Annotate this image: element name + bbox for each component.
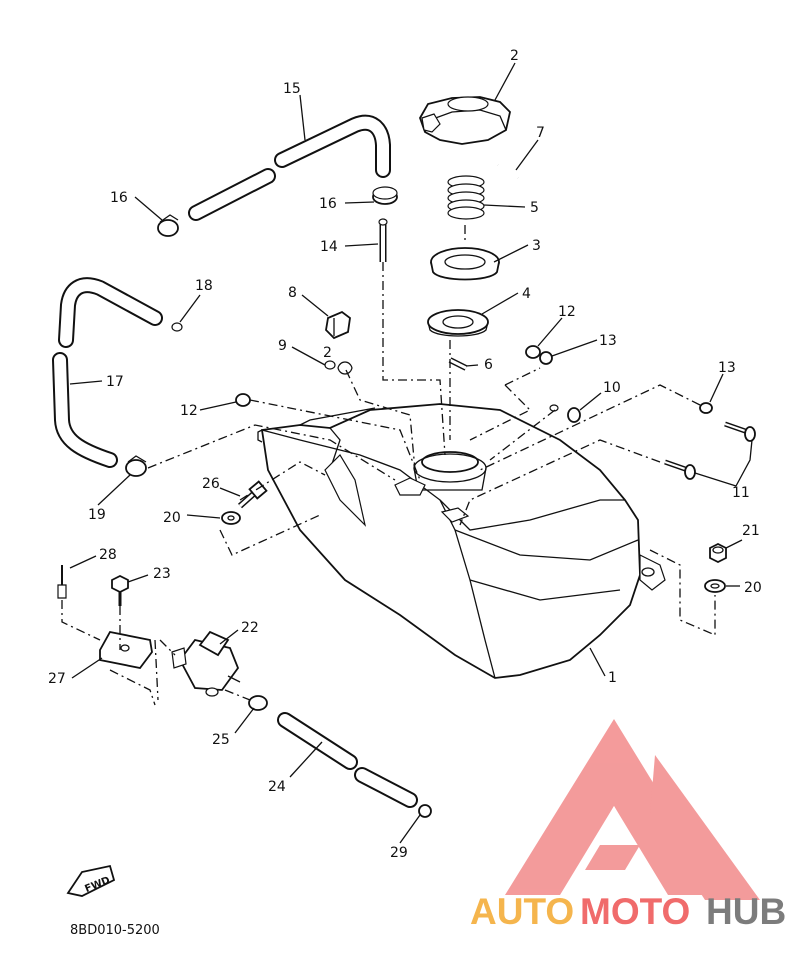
collar-13 — [699, 402, 713, 414]
hose-17 — [52, 277, 163, 468]
label-26: 26 — [202, 476, 220, 492]
label-8: 8 — [288, 285, 297, 301]
label-13-left: 13 — [599, 333, 617, 349]
label-16-left: 16 — [110, 190, 128, 206]
filler-cap — [419, 96, 511, 145]
clip-29 — [418, 804, 432, 818]
label-21: 21 — [742, 523, 760, 539]
watermark-hub: HUB — [706, 891, 786, 932]
label-17: 17 — [106, 374, 124, 390]
clip-9 — [324, 360, 353, 375]
label-20-left: 20 — [163, 510, 181, 526]
fuel-cock-22 — [171, 630, 241, 697]
filler-ring — [430, 247, 500, 281]
clip-16-left — [157, 214, 179, 237]
bolts-11 — [664, 421, 756, 480]
rivet-28 — [57, 565, 67, 599]
leader-lines — [69, 62, 753, 844]
damper-10 — [549, 404, 581, 423]
watermark-moto: MOTO — [580, 891, 690, 932]
damper-8 — [325, 310, 351, 340]
washer-12-left — [235, 393, 251, 407]
clip-16-center — [372, 186, 398, 205]
label-24: 24 — [268, 779, 286, 795]
bolt-26 — [238, 480, 268, 509]
label-28: 28 — [99, 547, 117, 563]
label-12-left: 12 — [180, 403, 198, 419]
label-20-right: 20 — [744, 580, 762, 596]
label-5: 5 — [530, 200, 539, 216]
label-22: 22 — [241, 620, 259, 636]
dowel-pin — [448, 357, 468, 371]
label-25: 25 — [212, 732, 230, 748]
watermark-text: AUTO MOTO HUB — [470, 891, 786, 932]
nut-21 — [709, 542, 727, 564]
hose-15 — [188, 114, 391, 221]
breather-pipe-14 — [378, 218, 388, 262]
label-9: 9 — [278, 338, 287, 354]
label-16-center: 16 — [319, 196, 337, 212]
label-29: 29 — [390, 845, 408, 861]
label-10: 10 — [603, 380, 621, 396]
label-15: 15 — [283, 81, 301, 97]
screw-23 — [111, 574, 129, 606]
label-1: 1 — [608, 670, 617, 686]
hose-24 — [277, 712, 418, 808]
label-19: 19 — [88, 507, 106, 523]
assembly-lines — [61, 225, 716, 706]
label-2: 2 — [510, 48, 519, 64]
label-13-right: 13 — [718, 360, 736, 376]
clip-19 — [125, 455, 147, 477]
washer-20-left — [221, 511, 241, 525]
label-12-right: 12 — [558, 304, 576, 320]
label-2-small: 2 — [323, 345, 332, 361]
fwd-arrow-icon: FWD — [66, 864, 116, 897]
clip-25 — [248, 695, 268, 711]
label-23: 23 — [153, 566, 171, 582]
spring — [447, 175, 485, 220]
label-3: 3 — [532, 238, 541, 254]
watermark-auto: AUTO — [470, 891, 574, 932]
label-18: 18 — [195, 278, 213, 294]
bracket-27 — [99, 630, 153, 669]
washer-12-right — [525, 345, 553, 365]
watermark-logo-triangle-icon — [505, 719, 722, 895]
cap-pin — [497, 163, 519, 180]
filler-gasket — [427, 309, 489, 337]
part-labels: 2 7 5 3 4 6 15 16 16 14 8 9 2 18 17 19 1… — [48, 48, 762, 861]
label-27: 27 — [48, 671, 66, 687]
watermark-logo — [505, 719, 760, 900]
label-7: 7 — [536, 125, 545, 141]
label-6: 6 — [484, 357, 493, 373]
label-14: 14 — [320, 239, 338, 255]
drawing-code: 8BD010-5200 — [70, 923, 160, 938]
label-4: 4 — [522, 286, 531, 302]
fuel-tank — [257, 403, 666, 679]
washer-20-right — [704, 579, 726, 593]
label-11: 11 — [732, 485, 750, 501]
clip-18 — [171, 322, 183, 332]
